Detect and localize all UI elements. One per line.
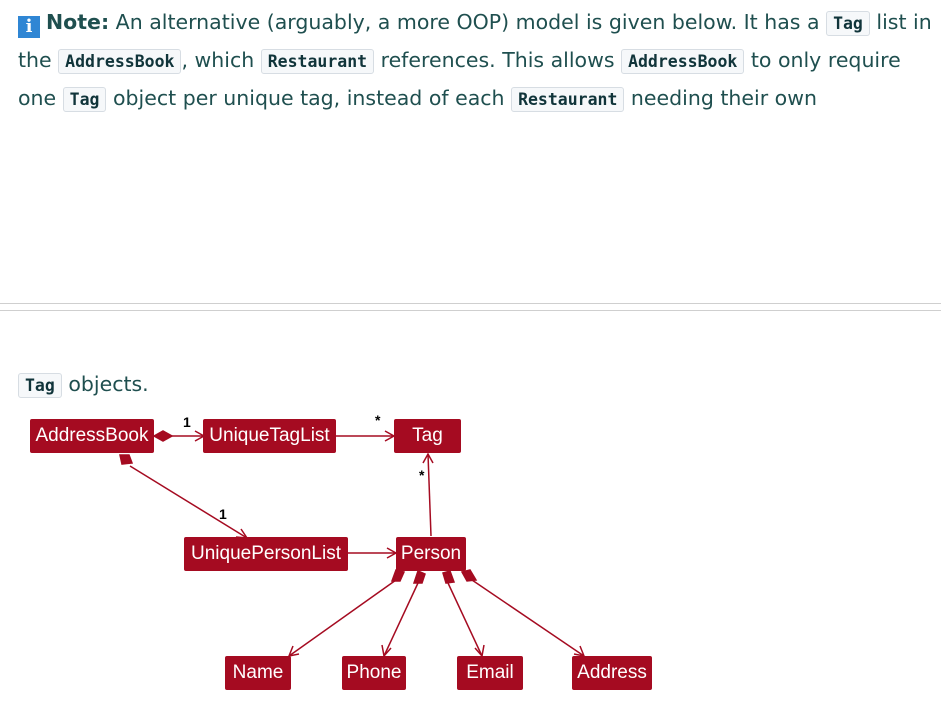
note-text: references. This allows [374, 48, 622, 72]
note-text: An alternative (arguably, a more OOP) mo… [109, 10, 827, 34]
class-address: Address [572, 656, 652, 690]
composition-line [383, 582, 419, 657]
class-person: Person [396, 537, 466, 571]
composition-line [471, 579, 585, 657]
composition-line [288, 579, 397, 657]
multiplicity-label: 1 [219, 506, 227, 522]
composition-line [447, 582, 483, 657]
divider-line [0, 303, 941, 304]
class-phone: Phone [342, 656, 406, 690]
composition-diamond [152, 430, 174, 442]
multiplicity-label: * [419, 467, 425, 483]
note-paragraph-continued: Tag objects. [18, 366, 933, 404]
composition-diamond [442, 570, 456, 584]
note-text: objects. [61, 372, 149, 396]
class-name: Name [225, 656, 291, 690]
note-text: , which [181, 48, 261, 72]
class-email: Email [457, 656, 523, 690]
code-restaurant: Restaurant [511, 87, 625, 112]
note-paragraph: i Note: An alternative (arguably, a more … [18, 4, 933, 118]
class-uniquepersonlist: UniquePersonList [184, 537, 348, 571]
multiplicity-label: 1 [183, 414, 191, 430]
note-text: needing their own [624, 86, 817, 110]
arrow-head [422, 452, 434, 464]
composition-diamond [460, 569, 478, 582]
composition-diamond [119, 454, 134, 465]
class-tag: Tag [394, 419, 461, 453]
code-tag: Tag [62, 87, 107, 112]
class-diagram: AddressBook UniqueTagList Tag UniquePers… [0, 400, 941, 710]
note-text: object per unique tag, instead of each [106, 86, 512, 110]
composition-line [129, 465, 248, 539]
divider-line [0, 310, 941, 311]
multiplicity-label: * [375, 412, 381, 428]
info-icon: i [18, 16, 40, 38]
composition-diamond [412, 569, 426, 584]
note-text: list in the [18, 10, 932, 72]
composition-diamond [390, 569, 406, 582]
note-text: to only require one [18, 48, 901, 110]
note-label: Note: [46, 10, 110, 34]
code-tag: Tag [18, 373, 62, 398]
code-addressbook: AddressBook [58, 49, 182, 74]
class-uniquetaglist: UniqueTagList [203, 419, 336, 453]
code-restaurant: Restaurant [260, 49, 375, 74]
class-addressbook: AddressBook [30, 419, 154, 453]
association-line [427, 453, 432, 537]
code-tag: Tag [826, 11, 870, 36]
code-addressbook: AddressBook [621, 49, 745, 74]
